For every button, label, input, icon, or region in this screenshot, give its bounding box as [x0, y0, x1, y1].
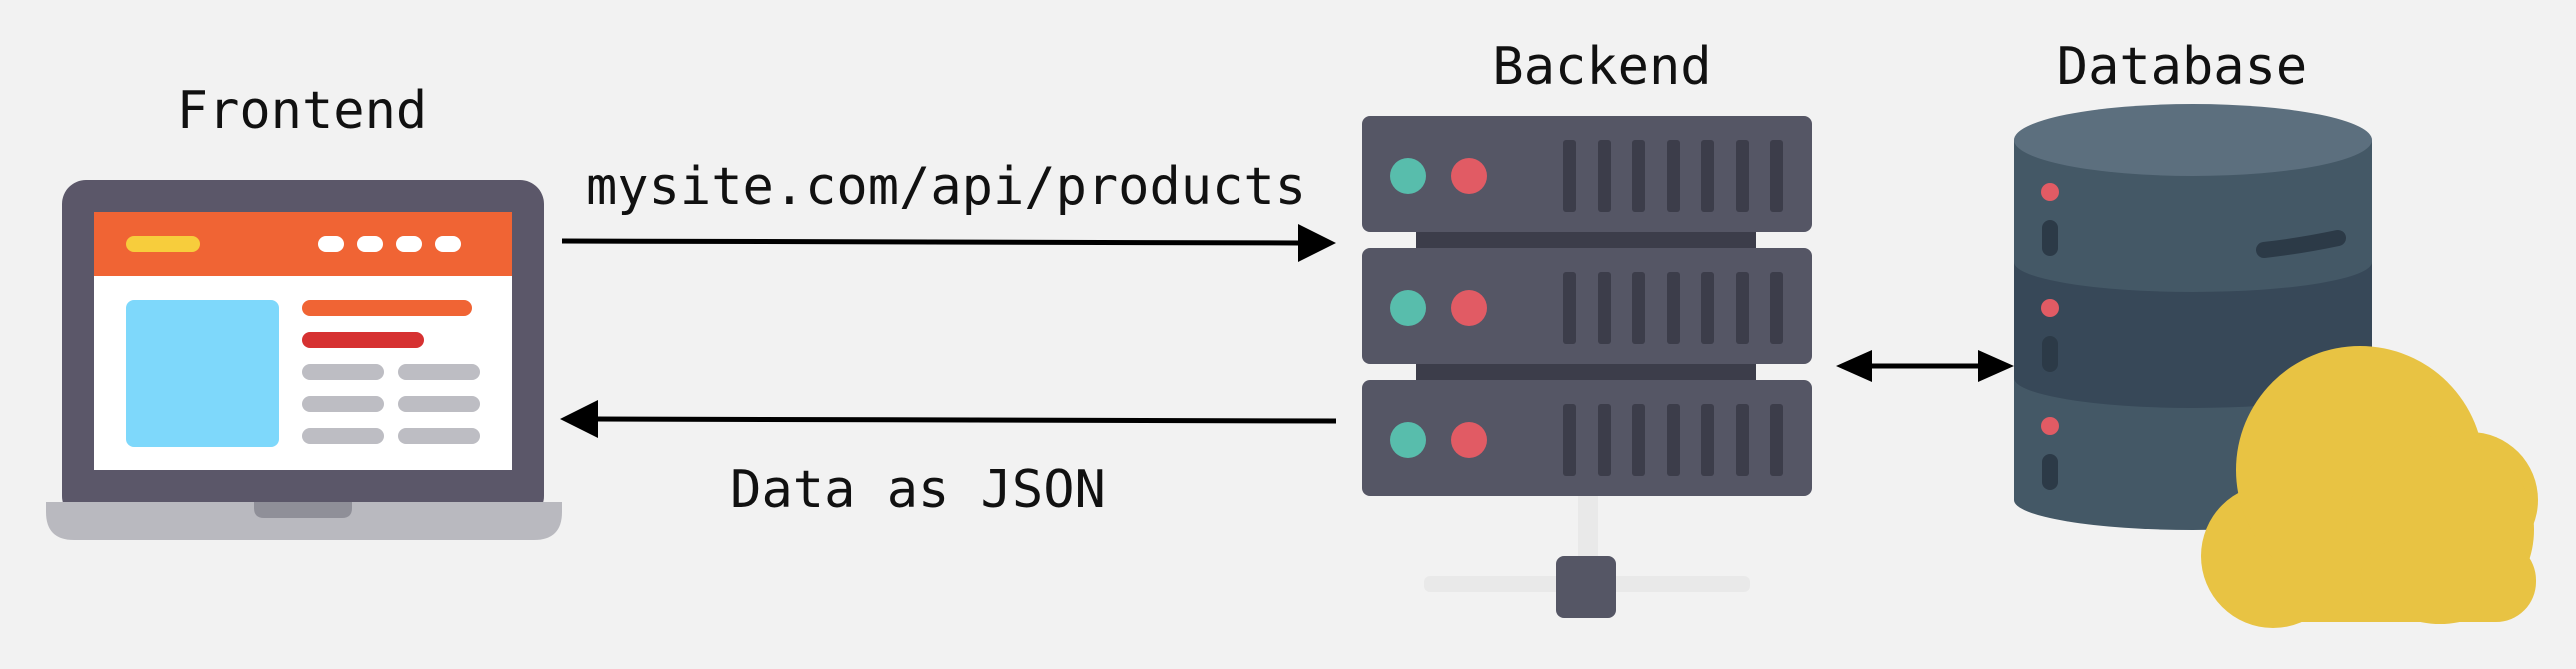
response-label: Data as JSON: [730, 460, 1106, 520]
database-label: Database: [2057, 37, 2307, 97]
backend-label: Backend: [1492, 37, 1711, 97]
frontend-label: Frontend: [177, 81, 427, 141]
bidirectional-arrow: [1836, 350, 2014, 382]
laptop-icon: [46, 180, 562, 540]
response-arrow: [560, 400, 1337, 438]
server-rack-icon: [1362, 116, 1812, 618]
request-url-label: mysite.com/api/products: [586, 157, 1306, 217]
request-arrow: [561, 224, 1336, 262]
cloud-icon: [2201, 346, 2538, 628]
